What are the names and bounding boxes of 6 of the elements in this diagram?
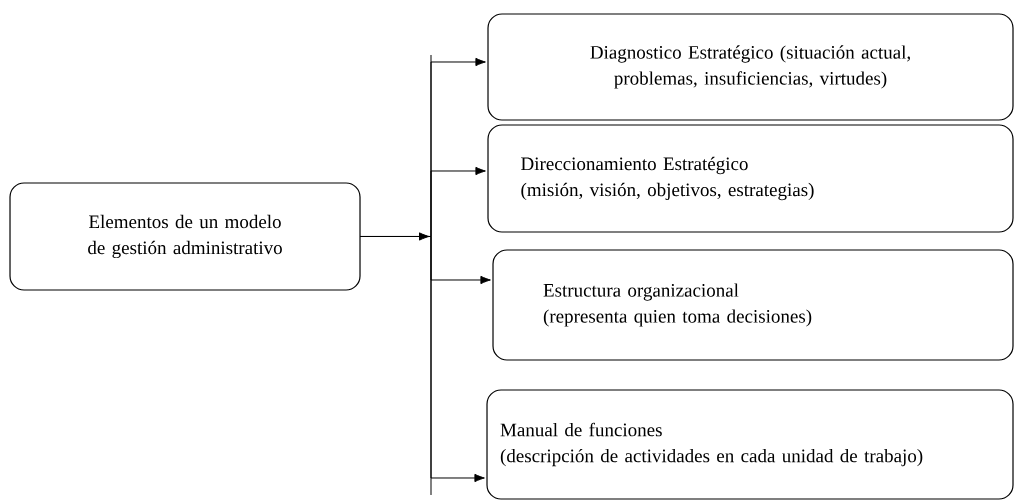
- process-box: Manual de funciones (descripción de actividades en cada unidad de trabajo): [486, 389, 1014, 500]
- process-box: Diagnostico Estratégico (situación actual, problemas, insuficiencias, virtudes): [487, 13, 1014, 121]
- process-box: Direccionamiento Estratégico (misión, visión, objetivos, estrategias): [487, 124, 1014, 233]
- arrow: [360, 232, 430, 241]
- process-box: Elementos de un modelo de gestión administrativo: [9, 182, 361, 291]
- process-box: Estructura organizacional (representa quien toma decisiones): [492, 249, 1014, 361]
